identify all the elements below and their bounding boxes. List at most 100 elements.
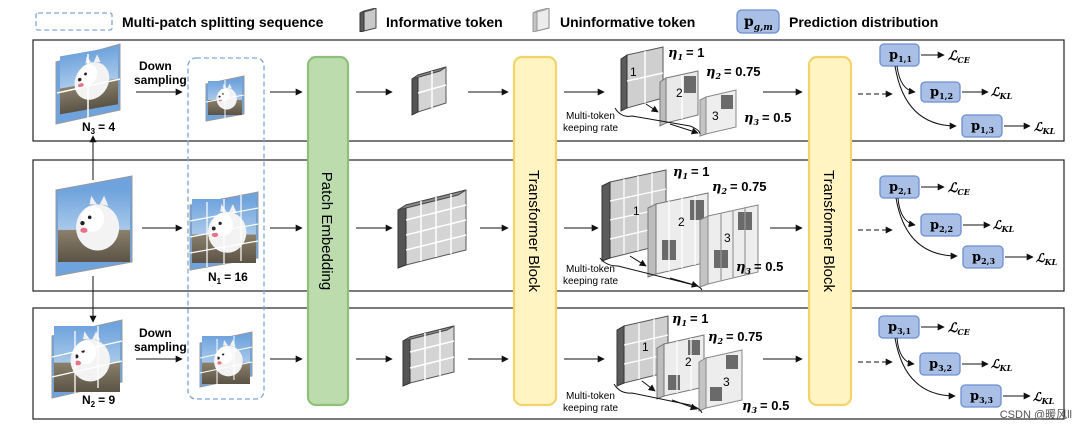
row1-keeping-line1: Multi-token <box>566 111 615 122</box>
row2-pred-1: p2,1 <box>879 175 920 199</box>
row1-stage-3 <box>699 89 737 137</box>
svg-text:η3= 0.5: η3= 0.5 <box>736 259 783 276</box>
row2-eta-2-value: = 0.75 <box>730 179 767 194</box>
row2-n-symbol: N <box>208 270 217 284</box>
svg-text:η1= 1: η1= 1 <box>672 311 708 328</box>
row1-n-value: = 4 <box>98 120 115 134</box>
row2-keep-arrow-3 <box>669 277 699 288</box>
row3-n-subscript: 2 <box>91 400 96 409</box>
row2-eta-1-sub: 1 <box>682 171 688 181</box>
row2-loss-3-symbol: ℒ <box>1036 251 1046 265</box>
row1-loss-3-symbol: ℒ <box>1034 120 1044 134</box>
row3-downsample-line1: Down <box>139 326 172 340</box>
row1-token-block <box>411 66 447 116</box>
row3-split-image <box>199 331 253 388</box>
legend-prediction-swatch <box>736 9 780 34</box>
row1-n-symbol: N <box>82 120 91 134</box>
row3-keep-arrow-2 <box>641 380 656 392</box>
row3-pred-1: p3,1 <box>878 315 920 339</box>
row2-stage-3-label: 3 <box>724 231 731 245</box>
svg-text:η3= 0.5: η3= 0.5 <box>744 110 791 127</box>
legend-prediction-symbol: p <box>744 14 754 30</box>
row2-pred-3: p2,3 <box>962 245 1004 269</box>
row1-pred-3: p1,3 <box>961 114 1003 138</box>
row1-pred-3-symbol: p <box>971 119 980 134</box>
row2-pred-3-sub: 2,3 <box>981 256 995 266</box>
row2-stage-1-label: 1 <box>633 204 640 218</box>
row2-loss-3-sub: KL <box>1044 257 1058 267</box>
svg-text:p3,1: p3,1 <box>888 320 911 336</box>
row2-keeping-line1: Multi-token <box>566 264 615 275</box>
transformer-block-1 <box>512 55 558 407</box>
row1-eta-2-value: = 0.75 <box>724 64 761 79</box>
row2-keeping-bracket <box>599 257 703 291</box>
row2-pred-curve-3 <box>895 197 958 260</box>
svg-text:N2= 9: N2= 9 <box>82 393 115 409</box>
row3-downsample-line2: sampling <box>134 340 187 354</box>
svg-text:N1= 16: N1= 16 <box>208 270 248 286</box>
multi-patch-sequence-box <box>187 57 265 400</box>
legend-informative-label: Informative token <box>386 14 503 30</box>
svg-text:p3,3: p3,3 <box>970 389 993 405</box>
row3-loss-1-symbol: ℒ <box>948 321 958 336</box>
row3-keeping-line2: keeping rate <box>563 403 618 414</box>
legend: Multi-patch splitting sequence Informati… <box>35 8 938 34</box>
svg-text:ℒKL: ℒKL <box>1036 251 1058 267</box>
row3-loss-2-sub: KL <box>999 363 1013 373</box>
row2-pred-1-symbol: p <box>889 180 898 195</box>
row1-eta-1-value: = 1 <box>686 45 704 60</box>
row3-stage-1-label: 1 <box>642 340 649 354</box>
row1-eta-1-sub: 1 <box>677 52 683 62</box>
row1-stage-2-label: 2 <box>676 86 683 100</box>
row1-pred-1-sub: 1,1 <box>898 54 912 64</box>
svg-text:η2= 0.75: η2= 0.75 <box>706 64 761 81</box>
svg-text:η2= 0.75: η2= 0.75 <box>712 179 767 196</box>
row2-eta-3-value: = 0.5 <box>754 259 783 274</box>
svg-text:p3,2: p3,2 <box>929 357 952 373</box>
row2-token-block <box>397 189 467 269</box>
row3-pred-2: p3,2 <box>919 352 961 376</box>
legend-prediction-subscript: g,m <box>754 23 773 33</box>
row3-loss-3-sub: KL <box>1041 396 1055 406</box>
row3-eta-1-symbol: η <box>672 312 681 327</box>
row1-eta-3-value: = 0.5 <box>762 110 791 125</box>
svg-text:p1,3: p1,3 <box>971 119 994 135</box>
row1-stage-2 <box>659 70 699 127</box>
row1-downsample-line2: sampling <box>134 73 187 87</box>
row1-n-subscript: 3 <box>91 127 96 136</box>
svg-text:N3= 4: N3= 4 <box>82 120 115 136</box>
row3-pred-3: p3,3 <box>960 384 1002 408</box>
svg-text:η1= 1: η1= 1 <box>673 164 709 181</box>
legend-prediction-label: Prediction distribution <box>789 14 938 30</box>
svg-text:ℒCE: ℒCE <box>948 49 971 65</box>
row2-pred-curve-2 <box>897 197 916 228</box>
row3-keep-arrow-3 <box>671 399 698 411</box>
patch-embedding-label: Patch Embedding <box>318 172 335 290</box>
svg-text:η1= 1: η1= 1 <box>668 45 704 62</box>
row3-n-value: = 9 <box>98 393 115 407</box>
row3-pred-2-sub: 3,2 <box>938 363 952 373</box>
row2-stage-2-label: 2 <box>678 215 685 229</box>
row3-loss-3-symbol: ℒ <box>1033 390 1043 404</box>
row-3: N2= 9 Down sampling <box>51 311 1055 415</box>
row1-stage-3-label: 3 <box>712 109 719 123</box>
row3-eta-1-sub: 1 <box>681 318 687 328</box>
patch-embedding-block <box>306 55 350 407</box>
row3-eta-2-symbol: η <box>708 330 717 345</box>
row3-loss-2-symbol: ℒ <box>991 357 1001 371</box>
row-2: N1= 16 1 <box>55 164 1058 291</box>
row3-stage-3 <box>698 349 743 412</box>
row1-loss-1-symbol: ℒ <box>948 49 958 64</box>
row2-eta-3-sub: 3 <box>745 266 751 276</box>
transformer-block-2 <box>807 55 853 407</box>
row1-loss-1-sub: CE <box>957 55 970 65</box>
row3-eta-3-sub: 3 <box>751 405 757 415</box>
svg-text:ℒKL: ℒKL <box>993 218 1015 234</box>
svg-text:ℒKL: ℒKL <box>991 85 1013 101</box>
legend-multi-patch-label: Multi-patch splitting sequence <box>122 14 324 30</box>
watermark: CSDN @暖风ll <box>1000 408 1072 421</box>
row3-pred-1-symbol: p <box>888 320 897 335</box>
svg-text:p1,1: p1,1 <box>889 48 912 64</box>
row1-downsample-line1: Down <box>139 59 172 73</box>
